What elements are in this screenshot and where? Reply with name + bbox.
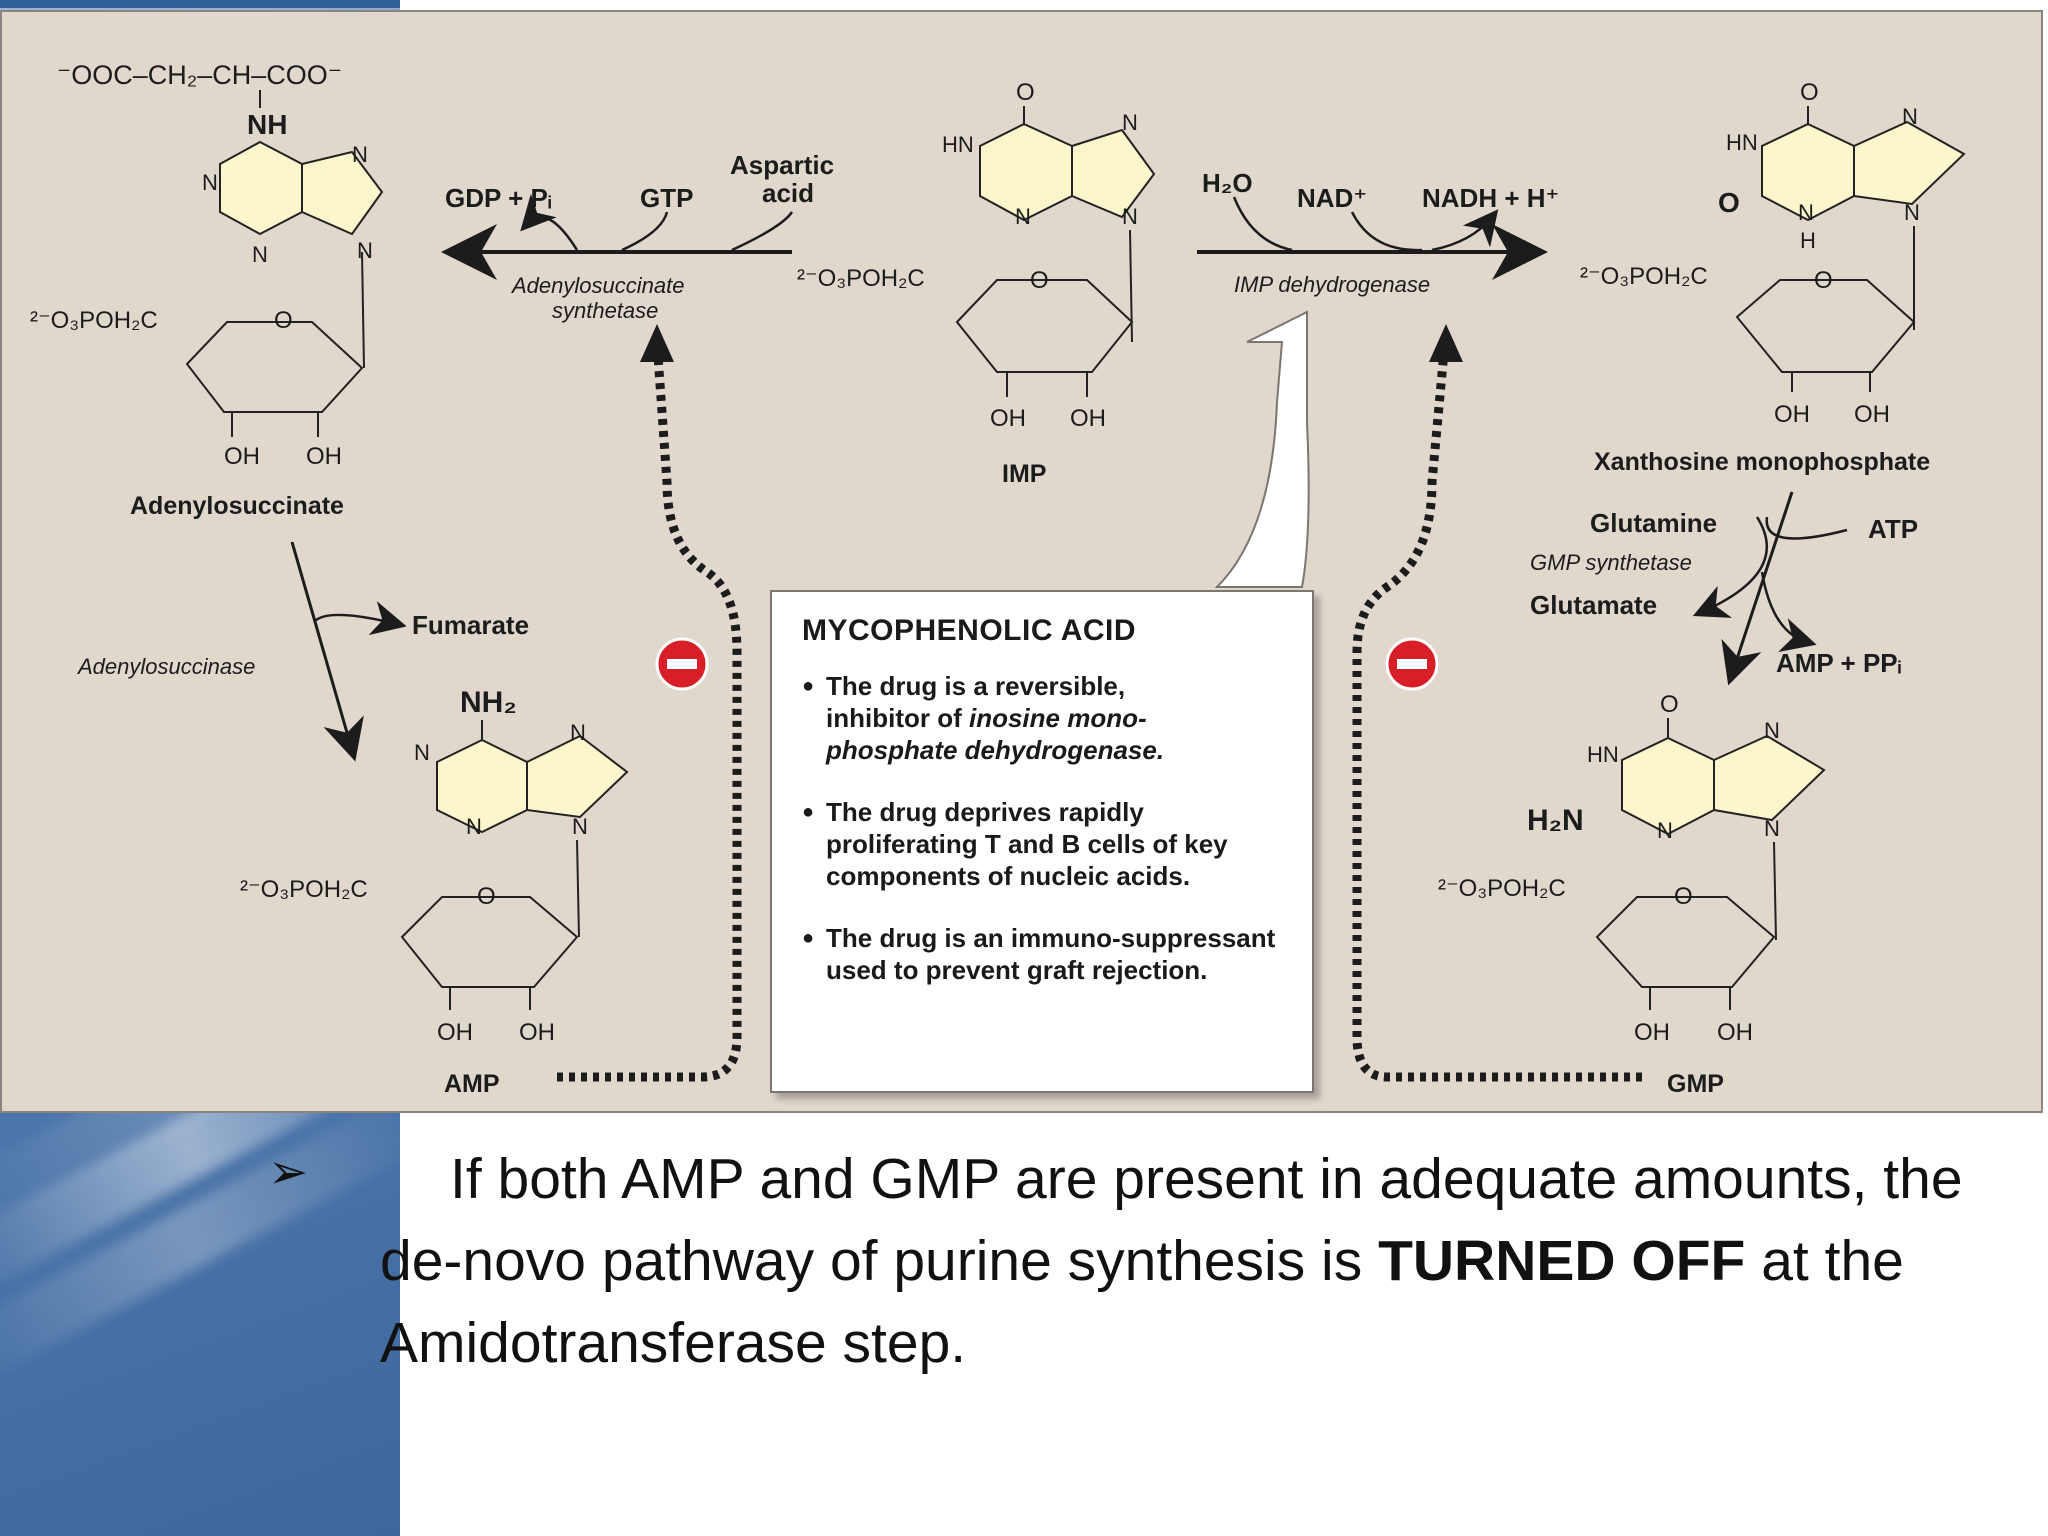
mycophenolic-acid-callout: MYCOPHENOLIC ACID The drug is a reversib…: [770, 590, 1314, 1093]
svg-text:N: N: [1657, 818, 1673, 843]
svg-text:N: N: [466, 814, 482, 839]
adenylosuccinate-structure: ⁻OOC–CH₂–CH–COO⁻ NH N N N N O ²⁻O₃POH₂C …: [30, 60, 384, 520]
svg-text:N: N: [570, 720, 586, 745]
amp-ppi-label: AMP + PPᵢ: [1776, 648, 1902, 678]
svg-text:O: O: [477, 883, 496, 910]
imp-structure: O HN N N N O ²⁻O₃POH₂C OH OH IMP: [797, 79, 1156, 488]
svg-text:N: N: [1764, 718, 1780, 743]
svg-text:OH: OH: [519, 1019, 555, 1046]
bullet-arrow-icon: ➢: [268, 1146, 309, 1199]
nh2-label: NH₂: [460, 686, 517, 719]
svg-text:N: N: [1902, 104, 1918, 129]
slide-body-text: If both AMP and GMP are present in adequ…: [380, 1147, 1963, 1375]
pathway-diagram: ⁻OOC–CH₂–CH–COO⁻ NH N N N N O ²⁻O₃POH₂C …: [30, 60, 1966, 1098]
gmp-synthetase-enzyme-label: GMP synthetase: [1530, 550, 1692, 575]
svg-text:HN: HN: [1587, 742, 1619, 767]
xmp-label: Xanthosine monophosphate: [1594, 448, 1930, 476]
xmp-o-label: O: [1718, 187, 1740, 218]
phosphate-label: ²⁻O₃POH₂C: [30, 307, 158, 334]
svg-text:OH: OH: [1070, 405, 1106, 432]
atp-label: ATP: [1868, 514, 1918, 544]
svg-text:N: N: [357, 238, 373, 263]
svg-text:N: N: [1122, 204, 1138, 229]
acid-label: acid: [762, 178, 814, 208]
adenylosuccinase-enzyme-label: Adenylosuccinase: [76, 654, 255, 679]
svg-text:N: N: [202, 170, 218, 195]
svg-text:N: N: [1015, 204, 1031, 229]
svg-text:OH: OH: [1634, 1019, 1670, 1046]
h2o-label: H₂O: [1202, 168, 1253, 198]
svg-text:OH: OH: [1854, 401, 1890, 428]
gmp-phosphate-label: ²⁻O₃POH₂C: [1438, 875, 1566, 902]
svg-text:O: O: [1814, 267, 1833, 294]
svg-text:O: O: [274, 307, 293, 334]
svg-text:O: O: [1016, 79, 1035, 106]
svg-text:OH: OH: [1717, 1019, 1753, 1046]
svg-text:OH: OH: [306, 443, 342, 470]
svg-text:N: N: [572, 814, 588, 839]
svg-text:OH: OH: [224, 443, 260, 470]
succinyl-chain-text: ⁻OOC–CH₂–CH–COO⁻: [57, 60, 342, 90]
svg-text:O: O: [1674, 883, 1693, 910]
h2n-label: H₂N: [1527, 804, 1584, 837]
fumarate-label: Fumarate: [412, 610, 529, 640]
svg-text:N: N: [414, 740, 430, 765]
svg-text:O: O: [1800, 79, 1819, 106]
top-accent-strip: [0, 0, 400, 8]
svg-text:OH: OH: [1774, 401, 1810, 428]
aspartic-label: Aspartic: [730, 150, 834, 180]
amp-feedback-arrow: [557, 341, 742, 1082]
nh-label: NH: [247, 109, 287, 140]
svg-text:N: N: [1764, 816, 1780, 841]
callout-bullet-1: The drug is a reversible,inhibitor of in…: [802, 670, 1282, 766]
xmp-structure: O HN O N H N N O ²⁻O₃POH₂C OH OH Xanthos…: [1580, 79, 1966, 476]
callout-bullet-3: The drug is an immuno-suppressant used t…: [802, 922, 1282, 986]
nad-label: NAD⁺: [1297, 183, 1367, 213]
synthetase-enzyme-label-2: synthetase: [552, 298, 658, 323]
gmp-structure: O HN H₂N N N N O ²⁻O₃POH₂C OH OH GMP: [1438, 691, 1826, 1098]
amp-inhibition-icon: [655, 637, 709, 691]
adenylosuccinate-label: Adenylosuccinate: [130, 492, 344, 520]
gdp-pi-label: GDP + Pᵢ: [445, 183, 552, 213]
svg-text:O: O: [1660, 691, 1679, 718]
svg-text:OH: OH: [990, 405, 1026, 432]
gmp-synthetase-reaction: Glutamine GMP synthetase Glutamate ATP A…: [1530, 491, 1918, 686]
svg-text:OH: OH: [437, 1019, 473, 1046]
imp-dehydrogenase-reaction: H₂O NAD⁺ NADH + H⁺ IMP dehydrogenase: [1197, 168, 1559, 297]
imp-label: IMP: [1002, 460, 1046, 488]
adenylosuccinate-synthetase-reaction: GDP + Pᵢ GTP Aspartic acid Adenylosuccin…: [441, 150, 834, 323]
synthetase-enzyme-label: Adenylosuccinate: [510, 273, 684, 298]
amp-structure: NH₂ N N N N O ²⁻O₃POH₂C OH OH AMP: [240, 686, 629, 1098]
purine-pathway-figure: ⁻OOC–CH₂–CH–COO⁻ NH N N N N O ²⁻O₃POH₂C …: [0, 10, 2043, 1113]
amp-label: AMP: [444, 1070, 500, 1098]
nadh-label: NADH + H⁺: [1422, 183, 1559, 213]
amp-phosphate-label: ²⁻O₃POH₂C: [240, 876, 368, 903]
svg-text:H: H: [1800, 228, 1816, 253]
turned-off-emphasis: TURNED OFF: [1378, 1229, 1746, 1293]
callout-bullet-2: The drug deprives rapidly proliferating …: [802, 796, 1282, 892]
svg-text:HN: HN: [1726, 130, 1758, 155]
feedback-inhibition-arrows: [557, 324, 1642, 1082]
glutamate-label: Glutamate: [1530, 590, 1657, 620]
imp-phosphate-label: ²⁻O₃POH₂C: [797, 265, 925, 292]
svg-text:N: N: [1904, 200, 1920, 225]
xmp-phosphate-label: ²⁻O₃POH₂C: [1580, 263, 1708, 290]
svg-text:N: N: [352, 142, 368, 167]
gmp-inhibition-icon: [1385, 637, 1439, 691]
imp-dehydrogenase-enzyme-label: IMP dehydrogenase: [1234, 272, 1430, 297]
svg-text:N: N: [1798, 200, 1814, 225]
gmp-feedback-arrow: [1352, 351, 1642, 1082]
svg-text:N: N: [1122, 110, 1138, 135]
svg-text:N: N: [252, 242, 268, 267]
callout-title: MYCOPHENOLIC ACID: [802, 614, 1137, 647]
svg-text:O: O: [1030, 267, 1049, 294]
callout-pointer: [1214, 310, 1310, 588]
gtp-label: GTP: [640, 183, 693, 213]
svg-text:HN: HN: [942, 132, 974, 157]
glutamine-label: Glutamine: [1590, 508, 1717, 538]
gmp-label: GMP: [1667, 1070, 1724, 1098]
adenylosuccinase-reaction: Fumarate Adenylosuccinase: [76, 541, 529, 762]
